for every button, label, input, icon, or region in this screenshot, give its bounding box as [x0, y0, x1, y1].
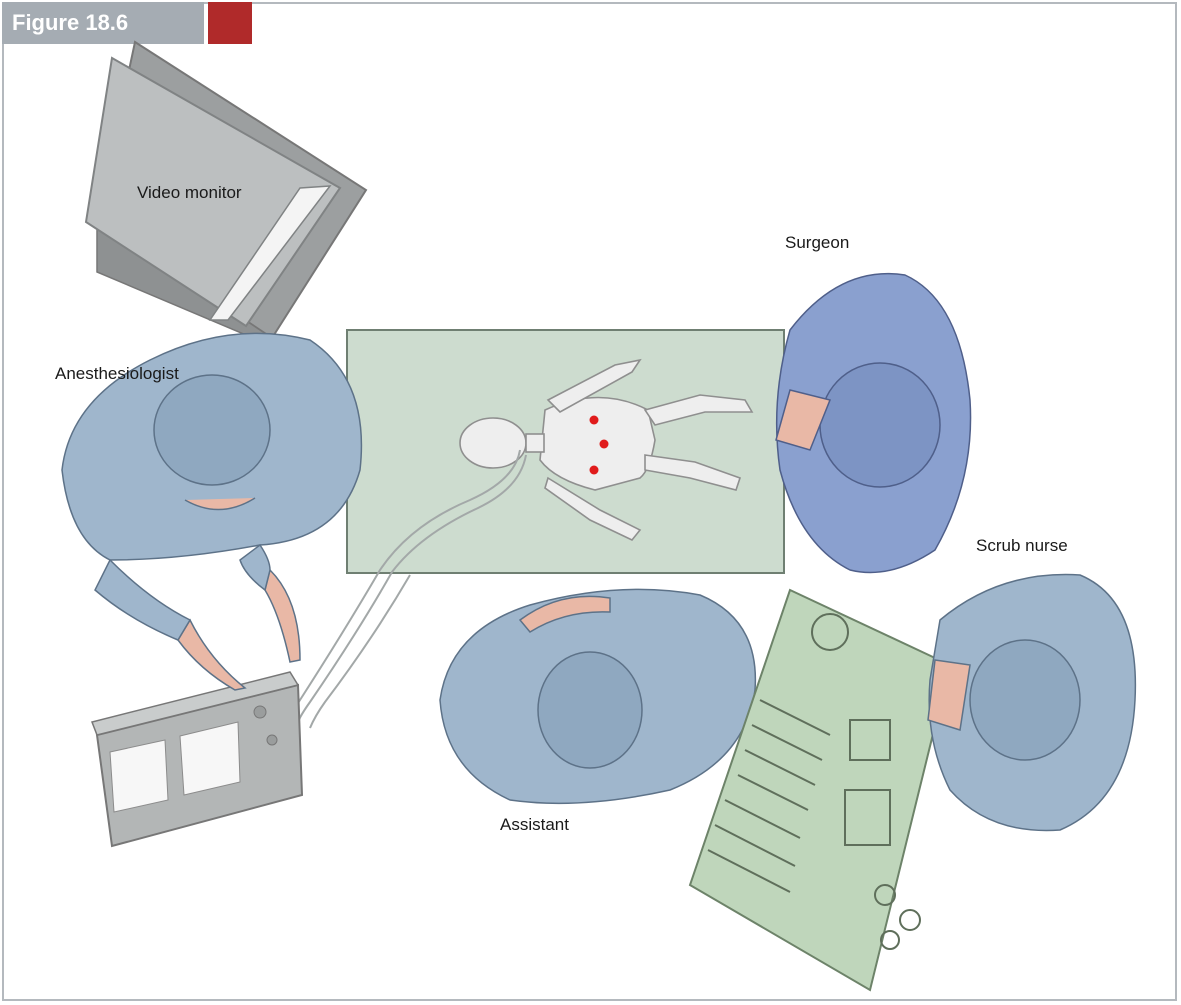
insufflator-unit — [92, 672, 302, 846]
assistant-figure — [440, 589, 755, 803]
surgeon-figure — [776, 274, 971, 573]
label-anesthesiologist: Anesthesiologist — [55, 364, 179, 384]
label-surgeon: Surgeon — [785, 233, 849, 253]
anesthesiologist-figure — [62, 333, 361, 690]
label-video-monitor: Video monitor — [137, 183, 242, 203]
label-scrub-nurse: Scrub nurse — [976, 536, 1068, 556]
scrub-nurse-figure — [928, 575, 1135, 831]
label-assistant: Assistant — [500, 815, 569, 835]
